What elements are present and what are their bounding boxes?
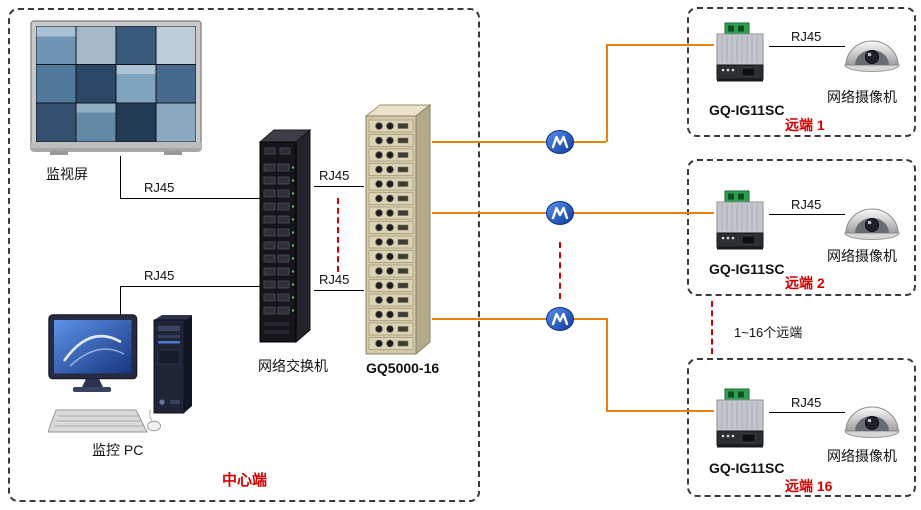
rj45-label-monitor: RJ45 (142, 180, 177, 196)
monitoring-pc (47, 314, 198, 438)
video-wall-label: 监视屏 (46, 166, 88, 182)
dome-camera (843, 389, 901, 439)
remote-group-box-16: RJ45 网络摄像机 GQ-IG11SC 远端 16 (687, 358, 916, 497)
remote-title: 远端 2 (785, 275, 825, 291)
pc-switch-link-h (120, 286, 262, 287)
rj45-label: RJ45 (789, 29, 824, 45)
media-converter-chassis (360, 103, 434, 356)
fiber-links-ellipsis-line (559, 242, 561, 299)
fiber-link-3-h (432, 318, 606, 320)
converter-label: GQ-IG11SC (709, 102, 785, 118)
rj45-label: RJ45 (789, 197, 824, 213)
network-switch-label: 网络交换机 (258, 358, 328, 374)
fiber-node-icon (545, 129, 575, 155)
rj45-label-switch-bottom: RJ45 (317, 272, 352, 288)
switch-chassis-ellipsis-line (337, 198, 339, 272)
fiber-link-1-v (606, 44, 608, 142)
converter-camera-link (769, 214, 845, 215)
monitor-switch-link-v (120, 156, 121, 198)
fiber-link-3-h2 (606, 410, 714, 412)
chassis-label: GQ5000-16 (366, 360, 440, 376)
camera-label: 网络摄像机 (827, 89, 897, 105)
rj45-label-pc: RJ45 (142, 268, 177, 284)
media-converter (711, 387, 769, 449)
converter-camera-link (769, 46, 845, 47)
fiber-link-1-h (432, 141, 606, 143)
converter-label: GQ-IG11SC (709, 460, 785, 476)
dome-camera (843, 23, 901, 73)
center-group-box (8, 8, 480, 502)
media-converter (711, 21, 769, 83)
dome-camera (843, 191, 901, 241)
rj45-label-switch-top: RJ45 (317, 168, 352, 184)
video-wall (30, 20, 202, 156)
fiber-node-icon (545, 306, 575, 332)
remote-group-box-1: RJ45 网络摄像机 GQ-IG11SC 远端 1 (687, 7, 916, 137)
converter-camera-link (769, 412, 845, 413)
camera-label: 网络摄像机 (827, 448, 897, 464)
fiber-link-3-v (606, 318, 608, 411)
monitor-switch-link-h (120, 198, 262, 199)
pc-switch-link-v (120, 286, 121, 318)
remote-group-box-2: RJ45 网络摄像机 GQ-IG11SC 远端 2 (687, 159, 916, 296)
fiber-link-1-h2 (606, 44, 714, 46)
remote-range-label: 1~16个远端 (734, 325, 803, 340)
media-converter (711, 189, 769, 251)
switch-chassis-link-bottom (314, 290, 364, 291)
center-group-label: 中心端 (222, 472, 268, 489)
rj45-label: RJ45 (789, 395, 824, 411)
converter-label: GQ-IG11SC (709, 261, 785, 277)
remotes-ellipsis-line (711, 301, 713, 354)
pc-label: 监控 PC (92, 442, 144, 458)
fiber-node-icon (545, 200, 575, 226)
network-switch (252, 126, 318, 350)
remote-title: 远端 16 (785, 478, 833, 494)
remote-title: 远端 1 (785, 117, 825, 133)
camera-label: 网络摄像机 (827, 248, 897, 264)
switch-chassis-link-top (314, 186, 364, 187)
